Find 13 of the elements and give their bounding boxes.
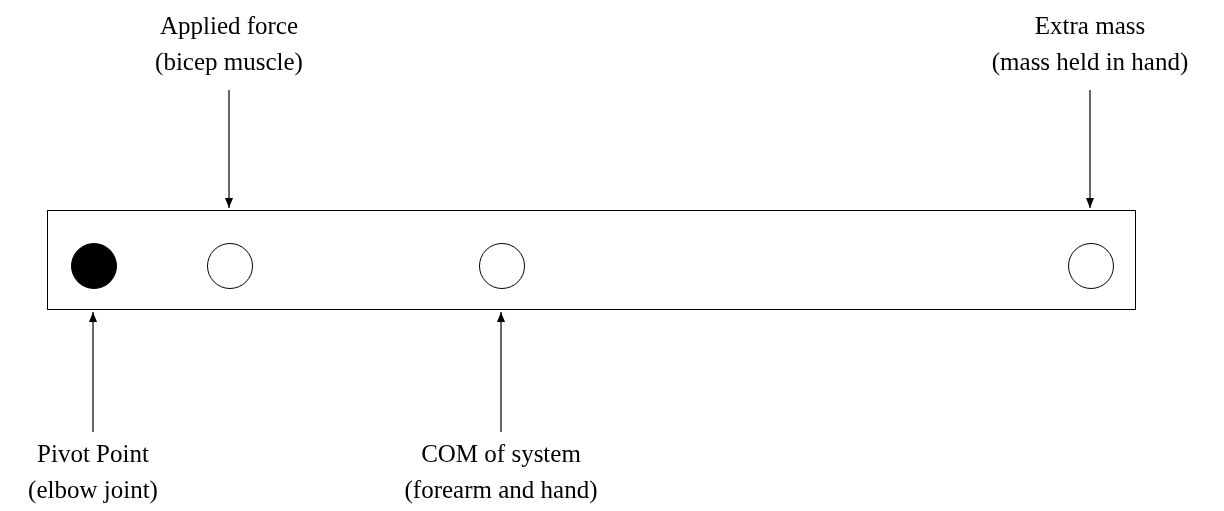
annotation-label: Pivot Point (elbow joint) xyxy=(28,436,158,508)
forearm-bar xyxy=(47,210,1136,310)
mass-point-circle xyxy=(1068,243,1114,289)
arrow xyxy=(225,89,233,209)
annotation-label: Applied force (bicep muscle) xyxy=(155,8,303,80)
center-of-mass-circle xyxy=(479,243,525,289)
arrow xyxy=(497,311,505,433)
arrow xyxy=(89,311,97,433)
annotation-label: Extra mass (mass held in hand) xyxy=(991,8,1189,80)
force-point-circle xyxy=(207,243,253,289)
arrow xyxy=(1086,89,1094,209)
pivot-circle xyxy=(71,243,117,289)
annotation-label: COM of system (forearm and hand) xyxy=(404,436,598,508)
